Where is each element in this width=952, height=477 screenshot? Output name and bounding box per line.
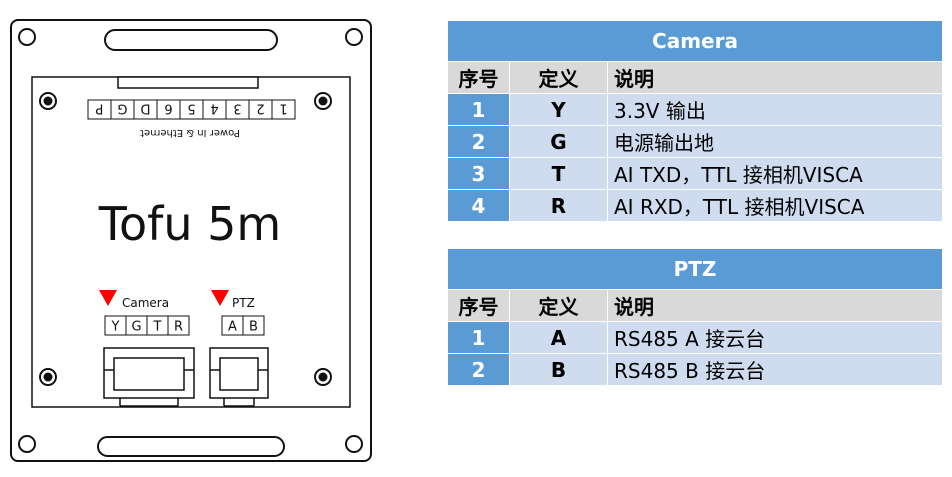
pin-label: 6 (164, 101, 172, 116)
camera-connector-label: Camera (122, 296, 169, 310)
camera-pin-table: Camera 序号 定义 说明 1 Y 3.3V 输出 2 G 电源输出地 3 … (446, 20, 944, 222)
ptz-marker-icon (211, 290, 229, 306)
row-definition: A (509, 321, 608, 354)
mount-hole-bottom-left (18, 435, 36, 453)
col-header-index: 序号 (447, 61, 510, 94)
table-row: 4 R AI RXD，TTL 接相机VISCA (447, 189, 944, 222)
table-row: 1 Y 3.3V 输出 (447, 93, 944, 126)
row-description: 3.3V 输出 (606, 93, 944, 126)
row-index: 2 (447, 353, 510, 386)
col-header-description: 说明 (606, 289, 944, 322)
connector-notch (117, 76, 259, 89)
pin-label: T (153, 320, 162, 335)
col-header-definition: 定义 (509, 289, 608, 322)
pin-label: G (117, 101, 127, 116)
row-definition: G (509, 125, 608, 158)
row-definition: R (509, 189, 608, 222)
pin-label: D (140, 101, 150, 116)
pin-box (271, 99, 296, 120)
pin-box (242, 315, 265, 336)
row-definition: Y (509, 93, 608, 126)
table-row: 2 G 电源输出地 (447, 125, 944, 158)
row-description: RS485 A 接云台 (606, 321, 944, 354)
table-row: 1 A RS485 A 接云台 (447, 321, 944, 354)
row-index: 2 (447, 125, 510, 158)
table-row: 3 T AI TXD，TTL 接相机VISCA (447, 157, 944, 190)
row-description: AI RXD，TTL 接相机VISCA (606, 189, 944, 222)
pin-label: B (249, 320, 258, 335)
ptz-connector-label: PTZ (232, 296, 255, 310)
pin-label: R (174, 320, 183, 335)
pin-label: Y (111, 320, 120, 335)
pin-box (167, 315, 190, 336)
pin-label: 2 (256, 101, 264, 116)
row-definition: T (509, 157, 608, 190)
mount-hole-top-right (345, 28, 363, 46)
power-connector-label: Power In & Ethernet (140, 127, 240, 138)
row-description: 电源输出地 (606, 125, 944, 158)
col-header-definition: 定义 (509, 61, 608, 94)
row-description: RS485 B 接云台 (606, 353, 944, 386)
mount-hole-top-left (18, 28, 36, 46)
camera-plug (103, 347, 195, 407)
top-slot (104, 29, 278, 51)
pin-label: 1 (279, 101, 287, 116)
table-row: 2 B RS485 B 接云台 (447, 353, 944, 386)
ptz-pin-table: PTZ 序号 定义 说明 1 A RS485 A 接云台 2 B RS485 B… (446, 248, 944, 386)
pin-label: 3 (233, 101, 241, 116)
pin-label: 4 (210, 101, 218, 116)
row-definition: B (509, 353, 608, 386)
mount-hole-bottom-right (345, 435, 363, 453)
row-index: 1 (447, 93, 510, 126)
camera-marker-icon (99, 290, 117, 306)
bottom-slot (97, 436, 285, 457)
pin-label: A (228, 320, 237, 335)
row-index: 4 (447, 189, 510, 222)
pin-label: G (131, 320, 141, 335)
pin-label: 5 (187, 101, 195, 116)
product-name: Tofu 5m (98, 197, 281, 251)
row-index: 1 (447, 321, 510, 354)
col-header-index: 序号 (447, 289, 510, 322)
inner-holes (39, 92, 332, 386)
ptz-plug (209, 347, 269, 407)
row-description: AI TXD，TTL 接相机VISCA (606, 157, 944, 190)
ptz-table-title: PTZ (446, 248, 944, 290)
row-index: 3 (447, 157, 510, 190)
board-outline (10, 19, 372, 462)
pin-label: P (95, 101, 103, 116)
camera-table-title: Camera (446, 20, 944, 62)
col-header-description: 说明 (606, 61, 944, 94)
